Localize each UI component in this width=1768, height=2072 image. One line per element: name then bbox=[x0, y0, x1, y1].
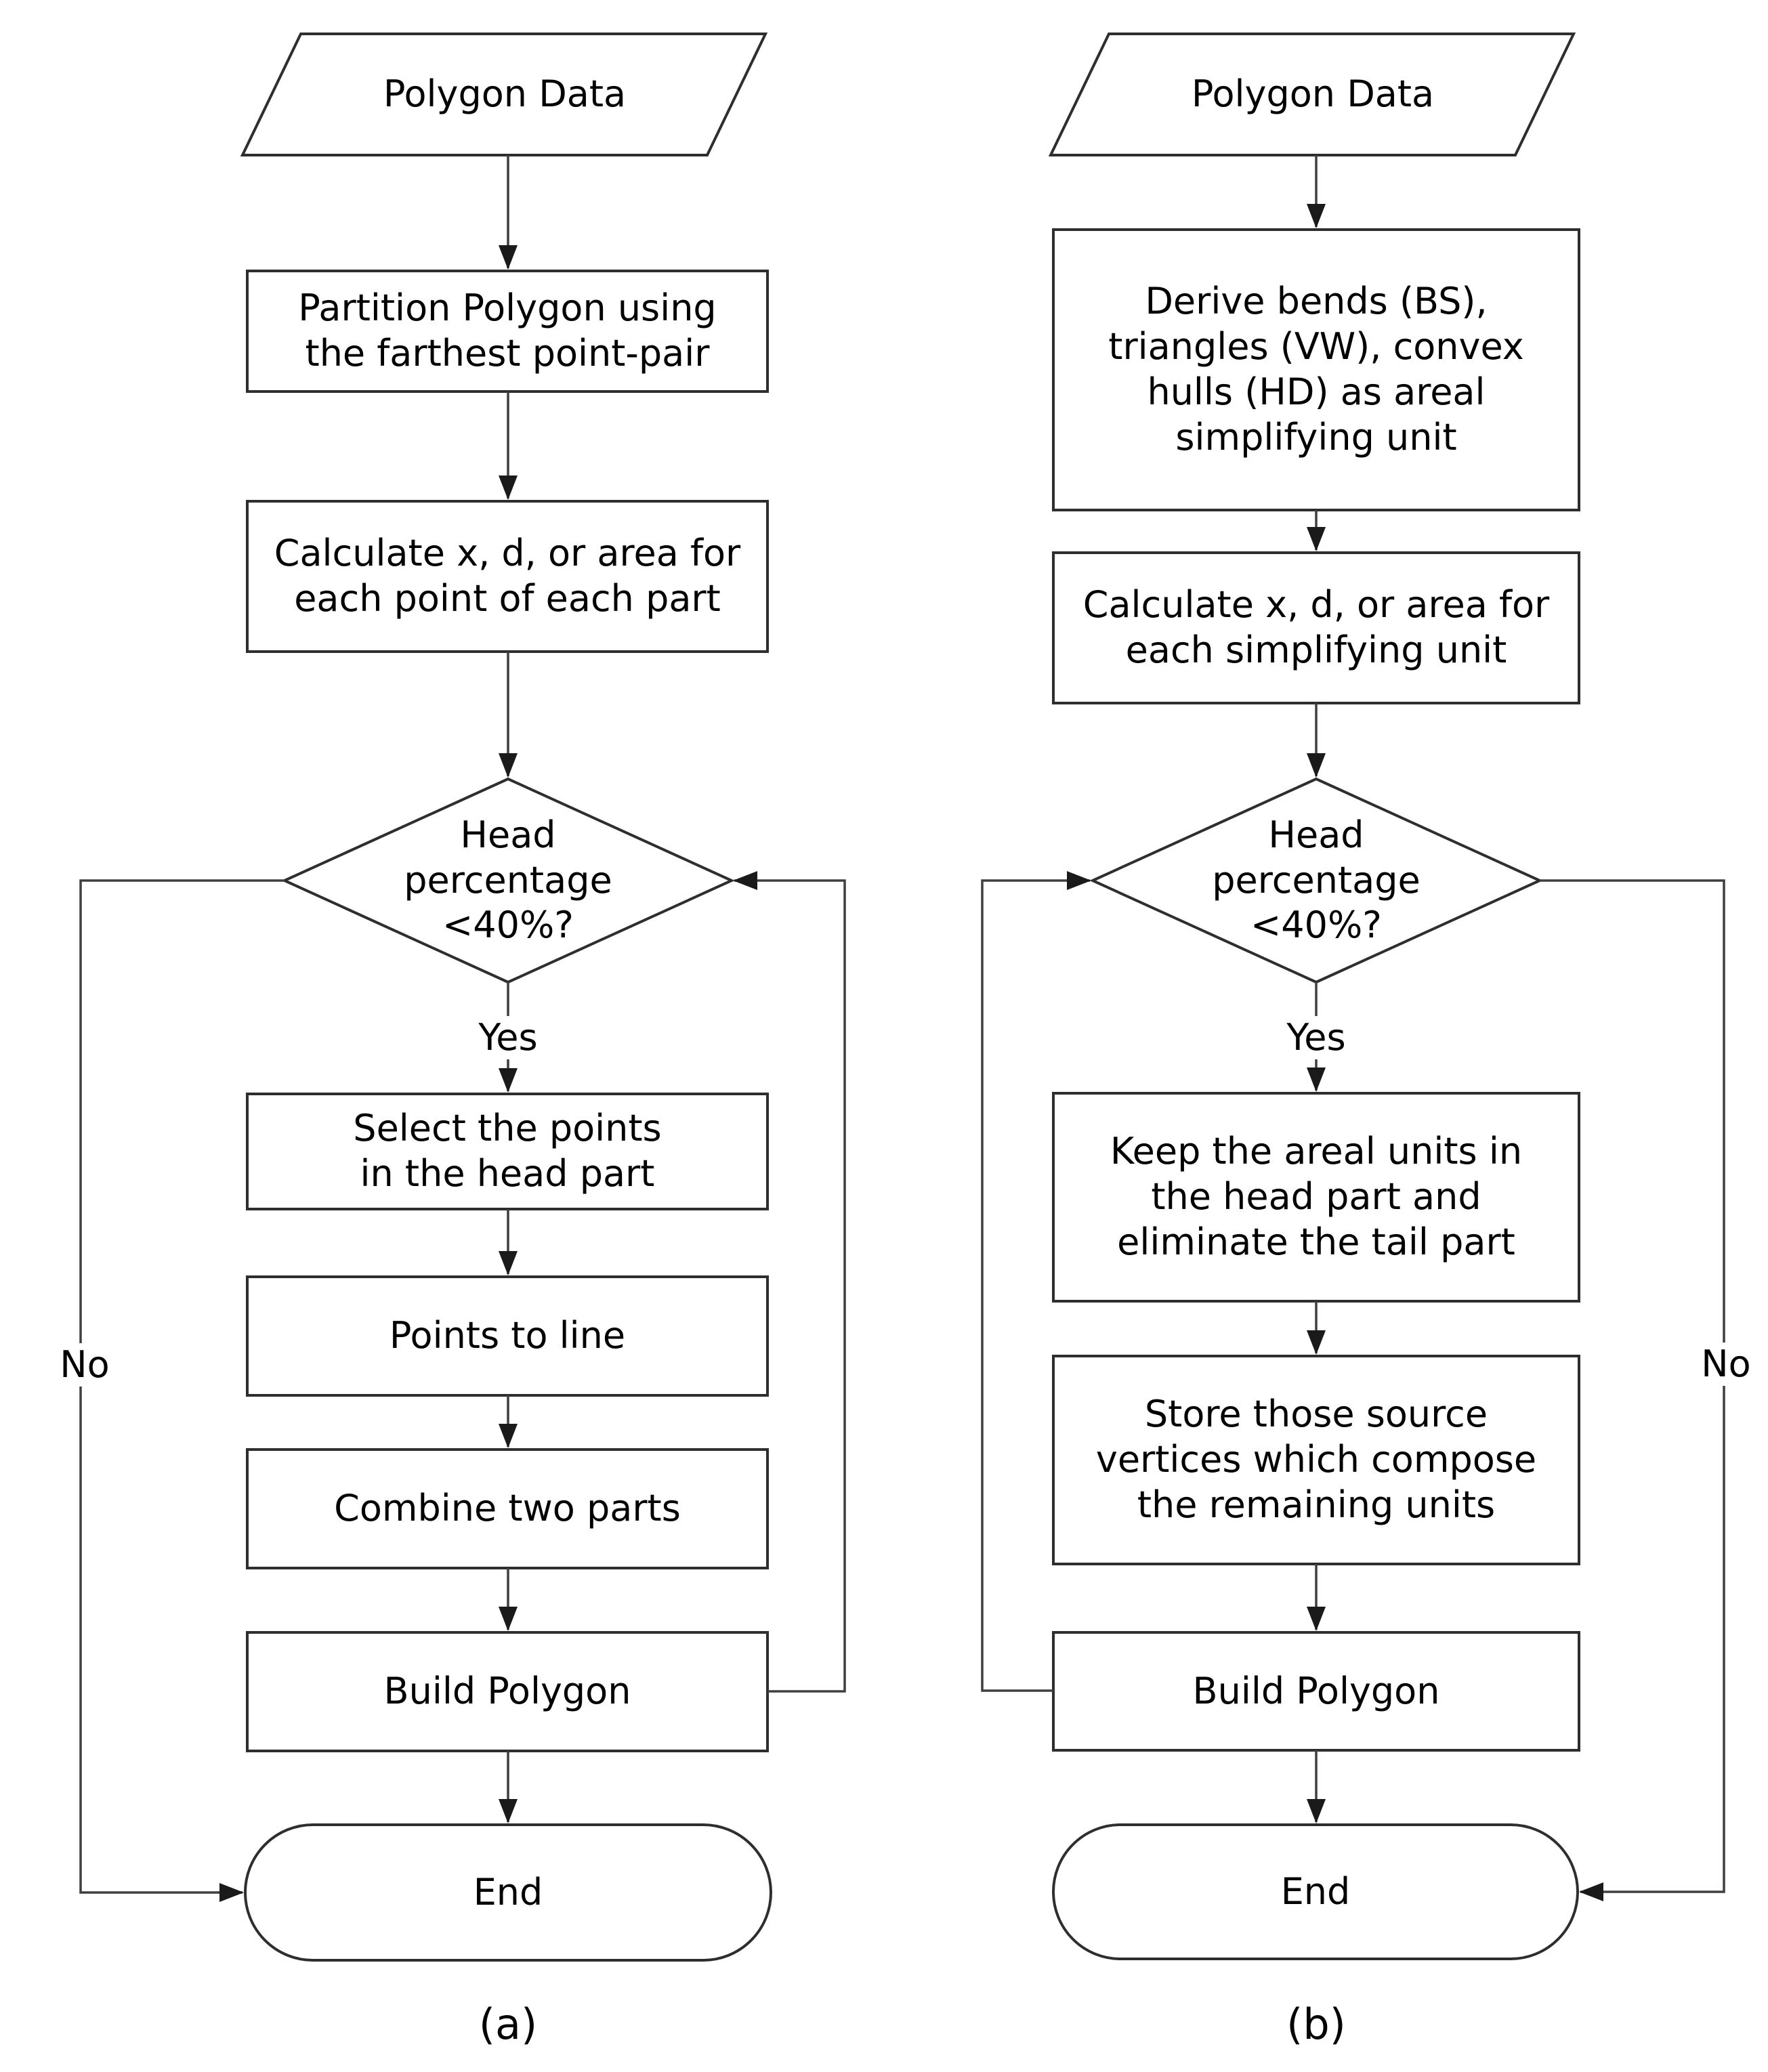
yes-edge-label-a: Yes bbox=[467, 1016, 549, 1059]
points-label-a: Points to line bbox=[389, 1314, 626, 1357]
input-label-a: Polygon Data bbox=[383, 72, 627, 116]
yes-edge-label-b: Yes bbox=[1276, 1016, 1357, 1059]
process-partition-box-a bbox=[246, 270, 769, 393]
calculate-label-a: Calculate x, d, or area for each point o… bbox=[274, 532, 741, 620]
loop-build-to-decision-a bbox=[733, 871, 846, 1693]
partition-label-a: Partition Polygon using the farthest poi… bbox=[298, 287, 717, 375]
end-terminator-a bbox=[244, 1823, 772, 1962]
process-keep-box-b bbox=[1052, 1092, 1580, 1303]
keep-label-b: Keep the areal units in the head part an… bbox=[1110, 1130, 1523, 1263]
process-combine-box-a bbox=[246, 1448, 769, 1569]
decision-label-a: Head percentage <40%? bbox=[404, 813, 612, 947]
decision-label-b: Head percentage <40%? bbox=[1212, 813, 1420, 947]
store-label-b: Store those source vertices which compos… bbox=[1095, 1393, 1537, 1526]
select-label-a: Select the points in the head part bbox=[353, 1107, 662, 1195]
no-path-decision-to-end-a bbox=[79, 879, 285, 1902]
end-terminator-b bbox=[1052, 1823, 1579, 1960]
figure-caption-a: (a) bbox=[478, 1999, 538, 2049]
loop-build-to-decision-b bbox=[981, 871, 1091, 1692]
no-path-decision-to-end-b bbox=[1540, 879, 1725, 1901]
process-points-to-line-box-a bbox=[246, 1275, 769, 1397]
derive-label-b: Derive bends (BS), triangles (VW), conve… bbox=[1108, 280, 1524, 459]
process-calculate-box-b bbox=[1052, 551, 1580, 704]
combine-label-a: Combine two parts bbox=[334, 1487, 681, 1530]
no-edge-label-a: No bbox=[47, 1343, 122, 1387]
process-derive-box-b bbox=[1052, 228, 1580, 511]
end-label-a: End bbox=[473, 1870, 543, 1914]
end-label-b: End bbox=[1280, 1869, 1351, 1913]
build-label-a: Build Polygon bbox=[383, 1670, 631, 1713]
calculate-label-b: Calculate x, d, or area for each simplif… bbox=[1082, 583, 1550, 671]
process-store-box-b bbox=[1052, 1355, 1580, 1565]
no-edge-label-b: No bbox=[1689, 1342, 1763, 1386]
input-parallelogram-b bbox=[1048, 33, 1576, 156]
input-label-b: Polygon Data bbox=[1191, 72, 1435, 116]
figure-caption-b: (b) bbox=[1286, 1999, 1346, 2049]
build-label-b: Build Polygon bbox=[1192, 1669, 1440, 1712]
process-select-box-a bbox=[246, 1093, 769, 1210]
input-parallelogram-a bbox=[240, 33, 768, 156]
